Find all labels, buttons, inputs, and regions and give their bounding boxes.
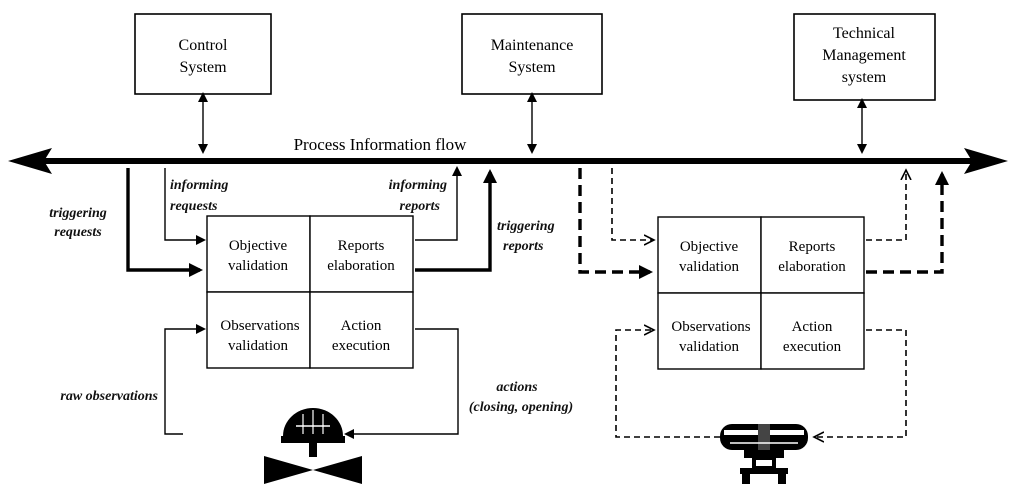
right-objective-line1: Objective <box>680 239 739 255</box>
left-observations-line2: validation <box>228 338 288 354</box>
informing-requests-arrow <box>164 168 206 245</box>
process-information-flow-label: Process Information flow <box>294 135 468 154</box>
left-objective-cell <box>206 215 311 293</box>
right-observations-line2: validation <box>679 339 739 355</box>
triggering-requests-arrow <box>126 168 203 277</box>
informing-reports-label-line1: informing <box>389 178 447 193</box>
technical-system-line3: system <box>842 69 887 86</box>
left-action-cell <box>309 291 414 369</box>
left-reports-line1: Reports <box>338 238 385 254</box>
control-system-line2: System <box>179 59 227 76</box>
left-objective-line2: validation <box>228 258 288 274</box>
right-triggering-reports-arrow <box>866 171 949 274</box>
actions-label-line1: actions <box>496 380 538 395</box>
maintenance-system-box: Maintenance System <box>461 13 603 95</box>
triggering-reports-label-line1: triggering <box>497 219 555 234</box>
raw-observations-arrow <box>164 324 206 435</box>
right-reports-line2: elaboration <box>778 259 846 275</box>
right-observations-line1: Observations <box>671 319 750 335</box>
left-objective-line1: Objective <box>229 238 288 254</box>
right-reports-cell <box>760 216 865 294</box>
informing-requests-label-line1: informing <box>170 178 228 193</box>
triggering-reports-arrow <box>415 169 497 272</box>
technical-system-line2: Management <box>822 47 906 64</box>
actions-arrow <box>344 328 459 439</box>
informing-reports-label-line2: reports <box>400 199 441 214</box>
right-module: Objective validation Reports elaboration… <box>657 216 865 370</box>
left-reports-cell <box>309 215 414 293</box>
informing-reports-arrow <box>415 166 462 241</box>
maintenance-system-line2: System <box>508 59 556 76</box>
right-objective-cell <box>657 216 762 294</box>
left-reports-line2: elaboration <box>327 258 395 274</box>
maintenance-system-line1: Maintenance <box>491 37 574 54</box>
informing-requests-label-line2: requests <box>170 199 218 214</box>
triggering-requests-label-line1: triggering <box>49 206 107 221</box>
control-system-box: Control System <box>134 13 272 95</box>
right-actions-arrow <box>814 329 907 437</box>
right-informing-reports-arrow <box>866 170 906 241</box>
left-module: Objective validation Reports elaboration… <box>206 215 414 369</box>
right-observations-cell <box>657 292 762 370</box>
technical-system-line1: Technical <box>833 25 896 42</box>
triggering-requests-label-line2: requests <box>54 225 102 240</box>
left-action-line2: execution <box>332 338 391 354</box>
right-action-line1: Action <box>792 319 833 335</box>
right-reports-line1: Reports <box>789 239 836 255</box>
right-triggering-requests-arrow <box>578 168 653 279</box>
right-objective-line2: validation <box>679 259 739 275</box>
control-system-line1: Control <box>179 37 228 54</box>
right-informing-requests-arrow <box>611 168 654 240</box>
technical-management-system-box: Technical Management system <box>793 13 936 101</box>
left-observations-line1: Observations <box>220 318 299 334</box>
right-action-line2: execution <box>783 339 842 355</box>
process-information-flow-bar <box>8 148 1008 174</box>
actions-label-line2: (closing, opening) <box>469 400 573 415</box>
actuator-icon <box>720 424 808 484</box>
right-action-cell <box>760 292 865 370</box>
raw-observations-label: raw observations <box>60 389 158 404</box>
left-action-line1: Action <box>341 318 382 334</box>
right-raw-observations-arrow <box>615 330 720 438</box>
valve-icon <box>264 408 362 484</box>
triggering-reports-label-line2: reports <box>503 239 544 254</box>
